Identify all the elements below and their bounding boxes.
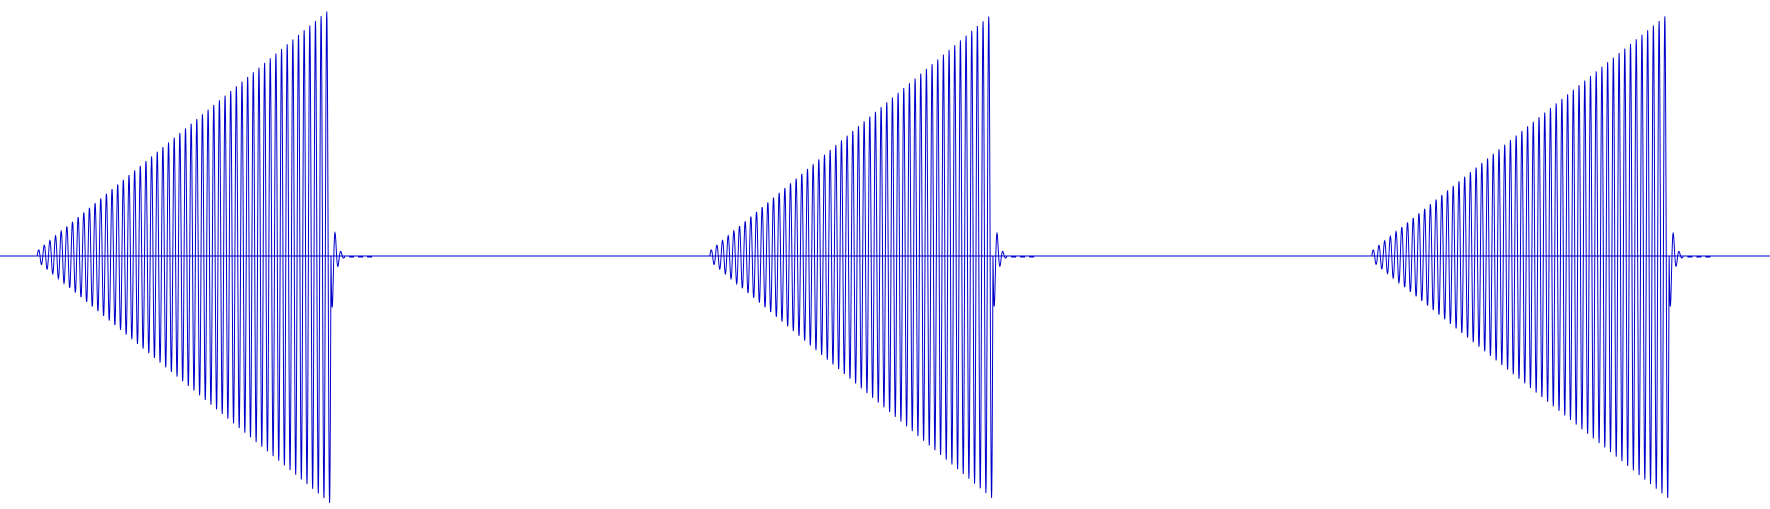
burst-3 bbox=[1371, 16, 1684, 498]
burst-2 bbox=[709, 16, 1008, 498]
burst-1 bbox=[36, 11, 346, 503]
bursts-layer bbox=[36, 11, 1711, 503]
